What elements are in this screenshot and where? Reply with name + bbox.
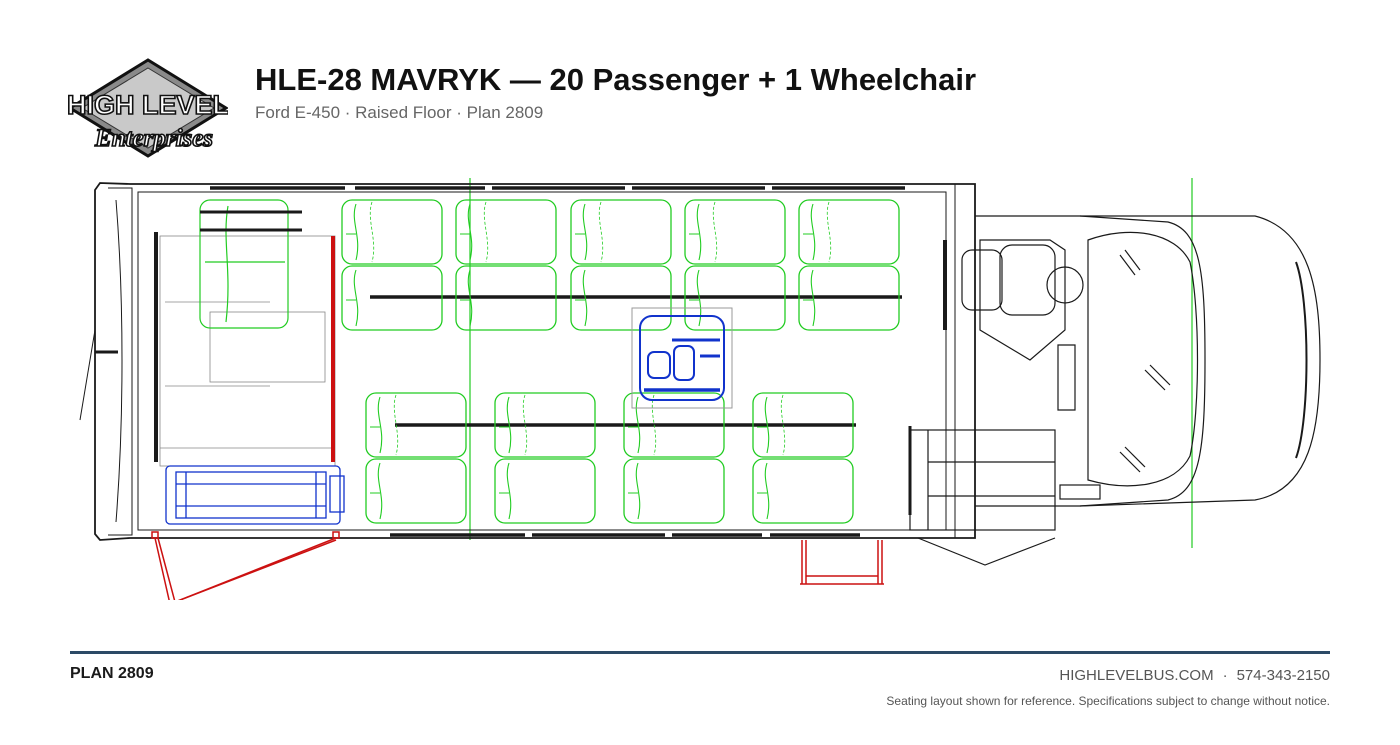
company-logo: HIGH LEVEL Enterprises [68, 58, 228, 158]
contact-info: HIGHLEVELBUS.COM · 574-343-2150 [1059, 667, 1330, 684]
front-entry-steps [908, 426, 1056, 566]
wheelchair-bay [631, 307, 733, 409]
seat-pair-bottom-1 [365, 392, 467, 524]
seat-pair-bottom-3 [623, 392, 725, 524]
wheelchair-lift [165, 465, 345, 525]
seat-pair-bottom-2 [494, 392, 596, 524]
seat-pair-top-4 [684, 199, 786, 331]
footer-divider [70, 651, 1330, 654]
seat-pair-bottom-4 [752, 392, 854, 524]
seat-pair-top-3 [570, 199, 672, 331]
rear-jump-seat [199, 199, 289, 329]
contact-separator: · [1222, 667, 1228, 684]
website-link[interactable]: HIGHLEVELBUS.COM [1059, 667, 1214, 684]
logo-line1: HIGH LEVEL [68, 90, 228, 120]
seat-pair-top-1 [341, 199, 443, 331]
rear-storage-area [159, 235, 336, 467]
cab-area [943, 215, 1321, 507]
seat-pair-top-5 [798, 199, 900, 331]
phone-number: 574-343-2150 [1236, 667, 1330, 684]
wheelchair-icon [639, 315, 725, 401]
side-step [800, 540, 884, 585]
floor-plan-diagram [79, 178, 1321, 600]
bus-body-outline [79, 182, 976, 541]
plan-number: PLAN 2809 [70, 665, 154, 682]
rear-seat-tracks [154, 210, 302, 462]
rear-door [151, 531, 340, 600]
page-title: HLE-28 MAVRYK — 20 Passenger + 1 Wheelch… [255, 62, 977, 97]
disclaimer-text: Seating layout shown for reference. Spec… [886, 694, 1330, 708]
page-subtitle: Ford E-450 · Raised Floor · Plan 2809 [255, 103, 544, 122]
logo-line2: Enterprises [94, 125, 213, 152]
window-bands [210, 186, 905, 537]
seat-pair-top-2 [455, 199, 557, 331]
